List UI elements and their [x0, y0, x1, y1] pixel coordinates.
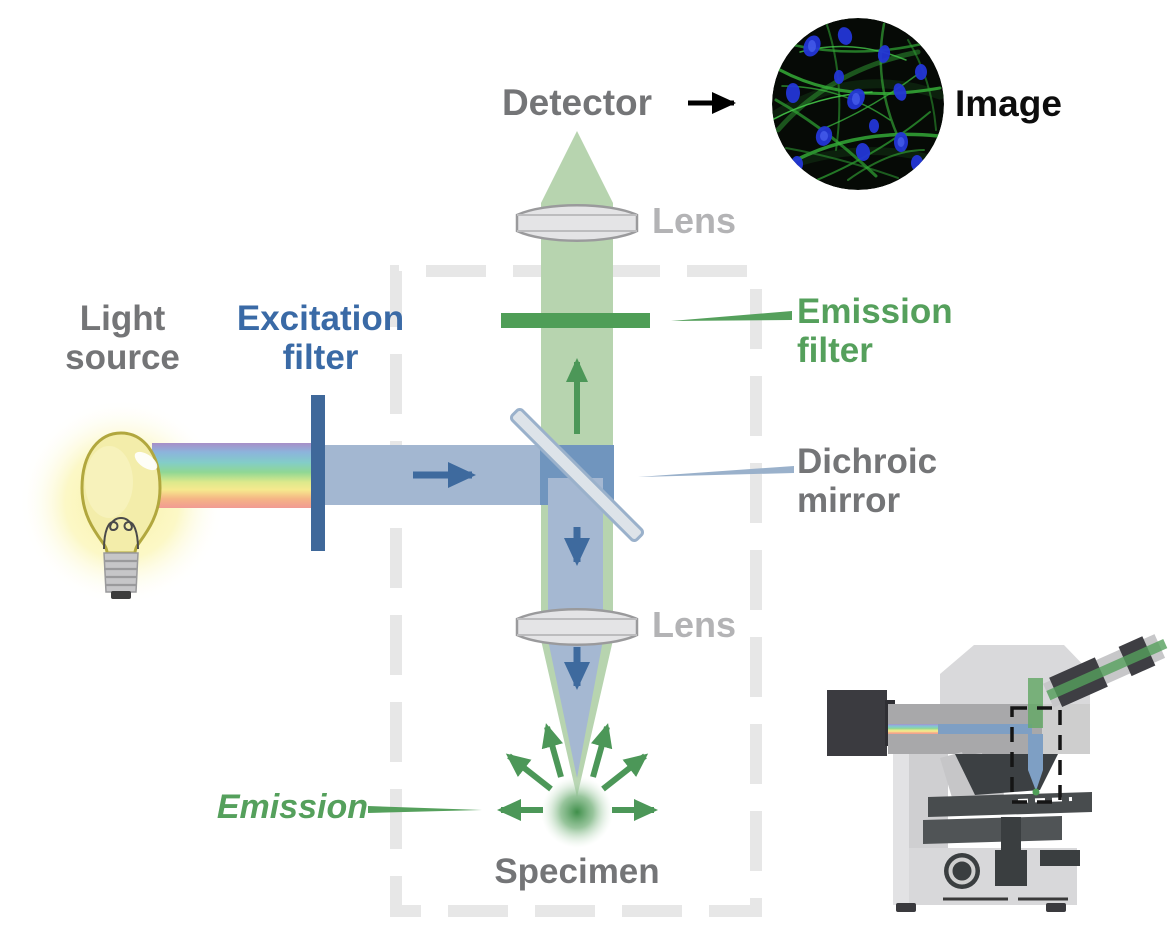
stage	[928, 792, 1092, 817]
specimen-glow	[541, 776, 613, 848]
emission-pointer	[368, 806, 482, 813]
emission-filter-pointer	[671, 311, 792, 321]
lens-top-icon	[515, 204, 639, 242]
image-label: Image	[955, 83, 1062, 124]
eyepiece-tube	[1043, 634, 1168, 708]
fluorescence-image	[772, 18, 944, 190]
specimen-emission-arrows	[497, 723, 658, 821]
light-source-label: Light source	[65, 299, 180, 377]
excitation-filter-label: Excitation filter	[236, 299, 405, 377]
lens-bottom-icon	[515, 608, 639, 646]
detector-label: Detector	[501, 82, 653, 123]
excitation-filter-bar	[311, 395, 325, 551]
lens-bottom-label: Lens	[652, 604, 737, 645]
dichroic-mirror-pointer	[638, 466, 794, 477]
emission-label: Emission	[216, 788, 368, 826]
emission-filter-bar	[501, 313, 650, 328]
dashed-enclosure	[390, 265, 762, 917]
inspection-region-outline	[1010, 706, 1062, 804]
specimen-label: Specimen	[494, 852, 660, 891]
microscope-illustration	[827, 634, 1168, 912]
lamp-housing	[827, 690, 887, 756]
dichroic-mirror-label: Dichroic mirror	[797, 442, 938, 520]
lens-top-label: Lens	[652, 200, 737, 241]
light-bulb-icon	[19, 399, 314, 605]
rainbow-beam	[152, 443, 314, 508]
emission-filter-label: Emission filter	[797, 292, 953, 370]
dichroic-mirror-slab	[509, 407, 645, 543]
